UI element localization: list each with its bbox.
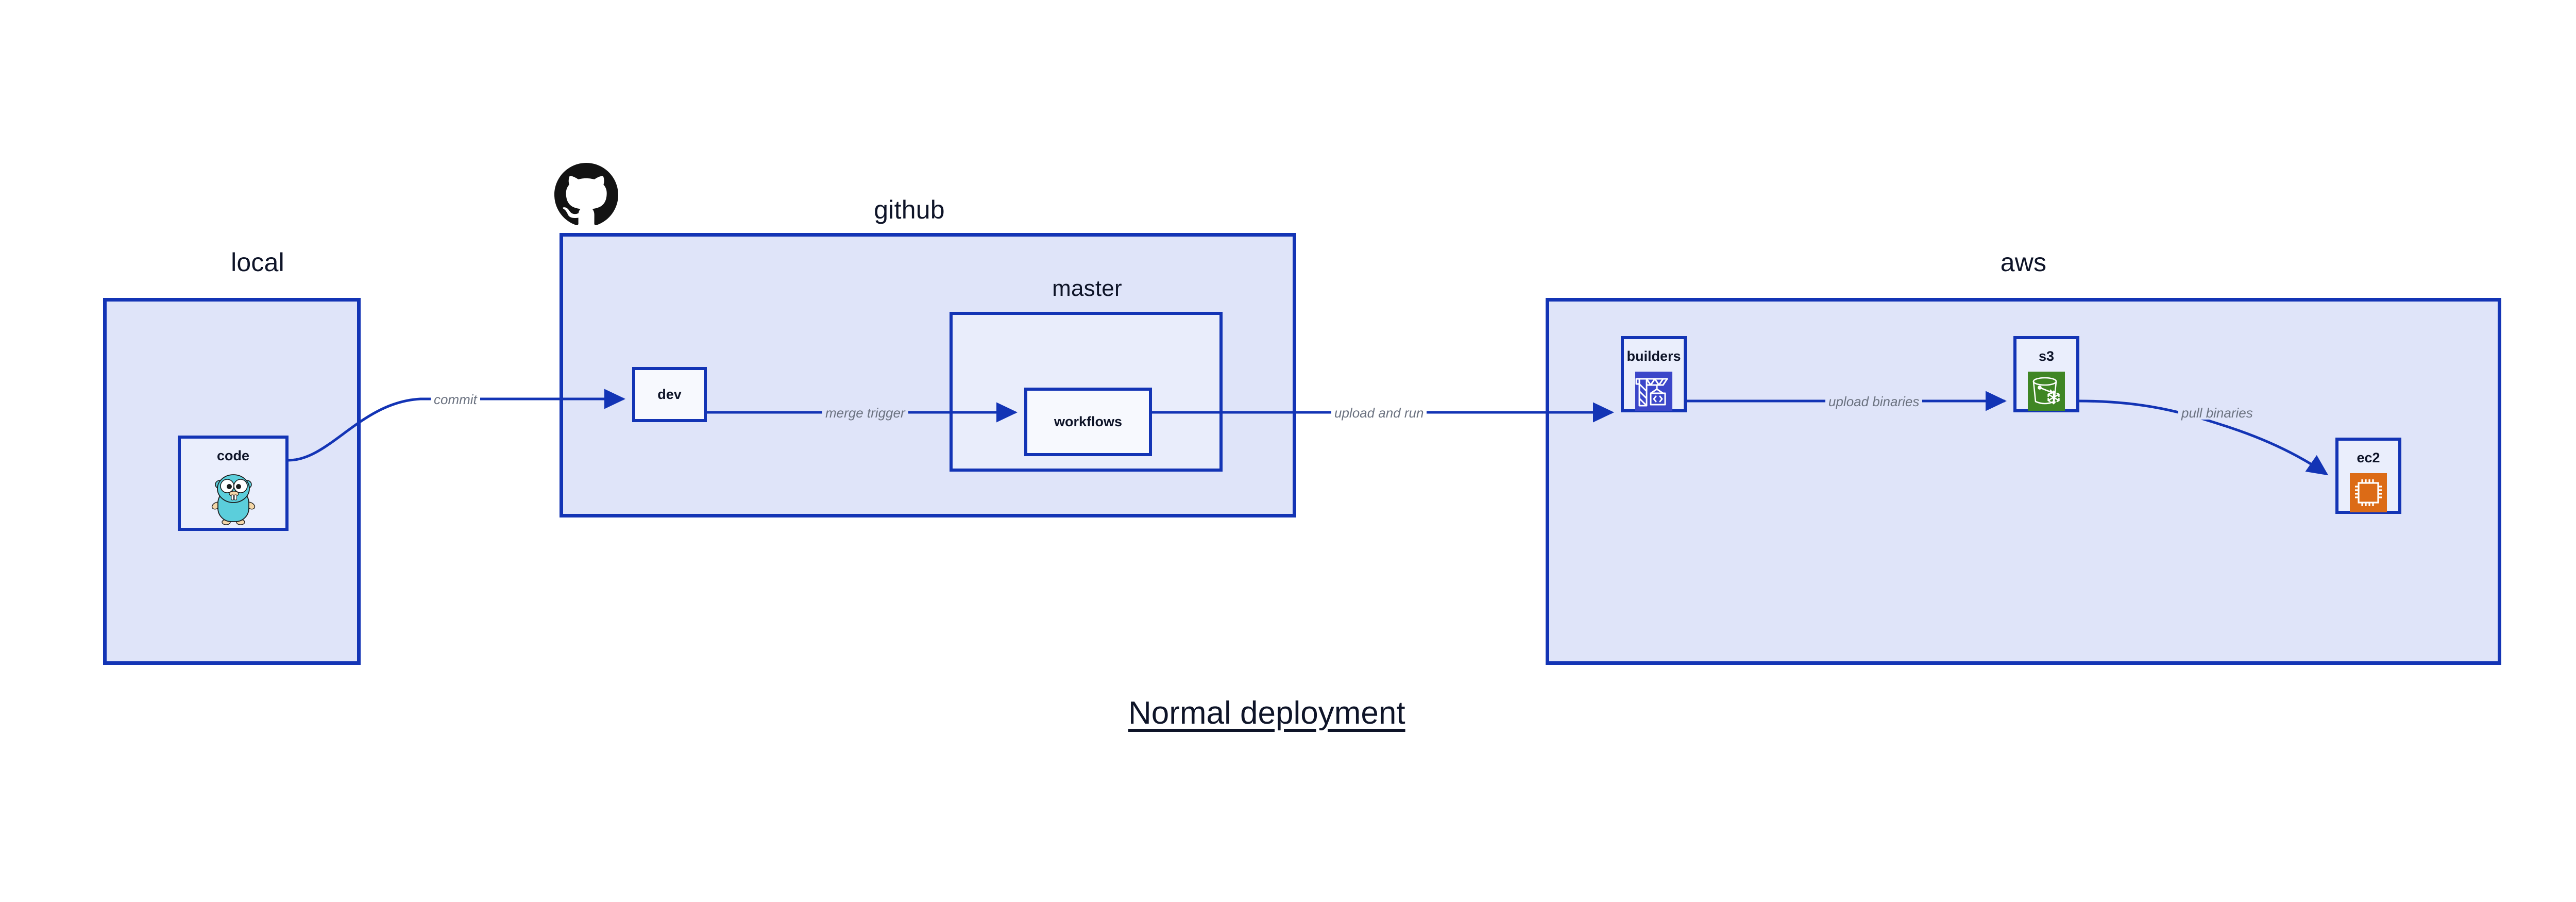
- node-builders-label: builders: [1626, 348, 1681, 364]
- edge-label-pull-binaries: pull binaries: [2178, 406, 2256, 420]
- node-workflows-label: workflows: [1054, 414, 1123, 429]
- node-s3-label: s3: [2038, 348, 2055, 364]
- group-title-aws: aws: [1546, 247, 2501, 277]
- node-s3[interactable]: s3: [2013, 336, 2079, 412]
- node-builders[interactable]: builders: [1621, 336, 1687, 412]
- group-title-local: local: [0, 247, 515, 277]
- node-dev[interactable]: dev: [632, 367, 707, 422]
- edge-label-upload-binaries: upload binaries: [1825, 395, 1923, 408]
- group-title-aws-text: aws: [2000, 248, 2047, 277]
- diagram-caption: Normal deployment: [1128, 695, 1405, 731]
- edge-label-upload-and-run: upload and run: [1331, 406, 1427, 420]
- group-title-master: master: [951, 276, 1224, 302]
- group-title-github-text: github: [874, 195, 945, 224]
- group-title-master-text: master: [1052, 276, 1122, 301]
- node-code[interactable]: code: [178, 436, 289, 531]
- node-workflows[interactable]: workflows: [1024, 388, 1152, 456]
- node-dev-label: dev: [657, 387, 682, 402]
- edge-label-commit: commit: [431, 393, 480, 406]
- github-octocat-logo: [554, 163, 618, 229]
- aws-codebuild-crane-icon: [1635, 372, 1672, 413]
- aws-ec2-chip-icon: [2350, 473, 2387, 515]
- node-ec2[interactable]: ec2: [2335, 438, 2401, 514]
- edge-label-merge-trigger: merge trigger: [822, 406, 908, 420]
- node-ec2-label: ec2: [2357, 450, 2380, 465]
- aws-s3-glacier-bucket-icon: [2028, 372, 2065, 413]
- group-title-local-text: local: [231, 248, 284, 277]
- go-gopher-icon: [211, 471, 256, 527]
- group-title-github: github: [562, 195, 1257, 225]
- node-code-label: code: [216, 448, 250, 463]
